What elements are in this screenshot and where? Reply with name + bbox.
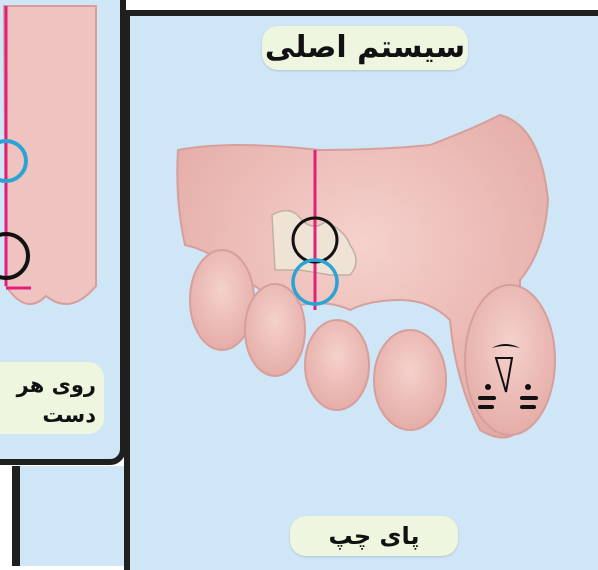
toe-2 [245,284,305,376]
toe-3 [305,320,369,410]
toe-4 [374,330,446,430]
foot-label: پای چپ [290,516,458,556]
big-toe [465,285,555,435]
